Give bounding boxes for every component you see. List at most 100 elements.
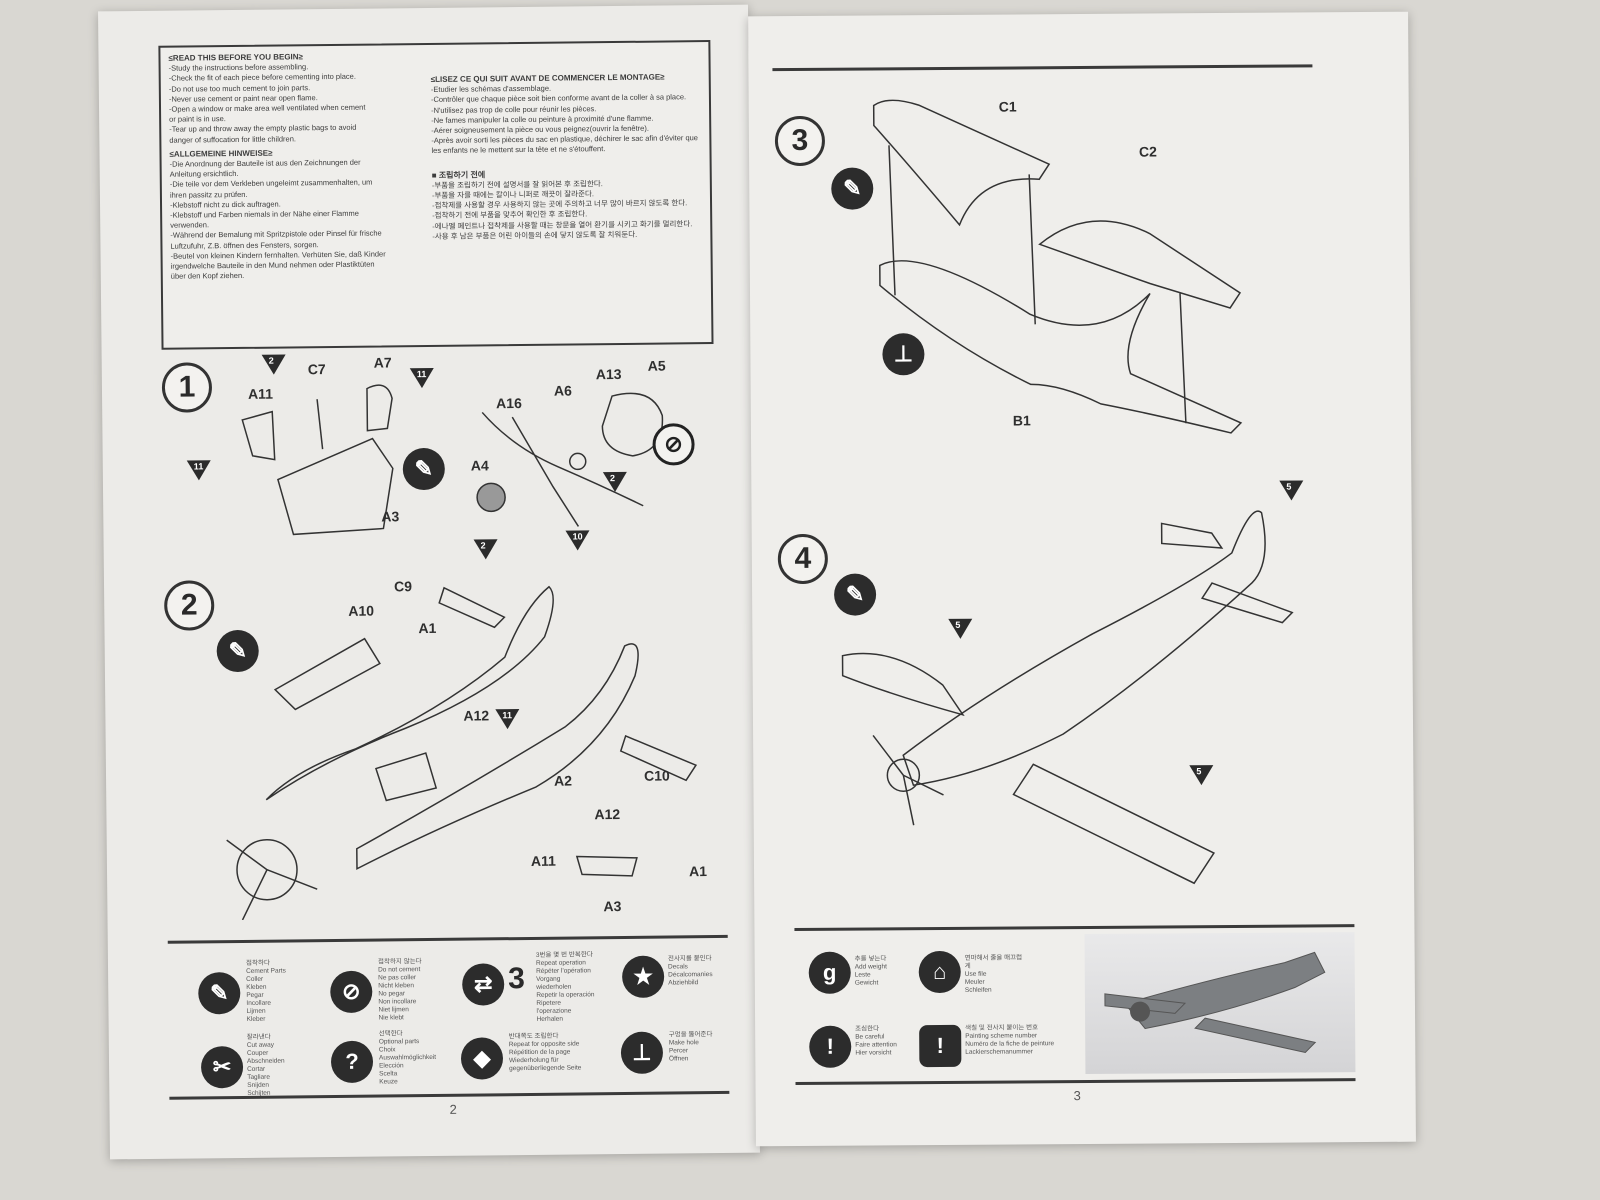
legend-text-line: Lackierschemanummer [965, 1048, 1033, 1056]
label-a12-detail: A12 [594, 806, 621, 823]
label-c10: C10 [643, 767, 670, 784]
page-number-right: 3 [1073, 1088, 1081, 1104]
warning-line: les enfants ne le mettent sur la tête et… [431, 144, 606, 156]
legend-top-rule [167, 934, 728, 944]
step-2-diagram [226, 585, 698, 921]
label-b1: B1 [1012, 412, 1031, 429]
step-4-number: 4 [777, 533, 829, 585]
weight-icon: g [808, 951, 851, 994]
label-a7: A7 [373, 354, 392, 371]
label-a11: A11 [247, 385, 274, 402]
label-c9: C9 [393, 578, 413, 595]
legend-text-line: Vorgang wiederholen [536, 975, 572, 991]
step-1-diagram [241, 384, 664, 536]
warning-line: danger of suffocation for little childre… [169, 133, 297, 145]
decal-icon: ★ [621, 955, 665, 998]
label-a1-detail: A1 [688, 863, 708, 880]
label-a1: A1 [418, 619, 437, 637]
legend-text-line: Herhalen [536, 1015, 564, 1023]
opposite-side-icon: ◆ [460, 1037, 504, 1080]
marker-triangle: 2 [473, 539, 498, 560]
legend-text-line: Keuze [379, 1078, 398, 1086]
marker-triangle: 11 [409, 367, 434, 389]
legend-text-line: Schleifen [964, 986, 992, 994]
warning-line: -사용 후 남은 부품은 어린 아이들의 손에 닿지 않도록 잘 치워둔다. [432, 229, 638, 241]
label-a13: A13 [595, 365, 622, 383]
option-icon: ? [330, 1040, 374, 1084]
cement-icon: ✎ [402, 447, 446, 491]
legend-top-rule [794, 924, 1355, 932]
legend-bottom-rule [795, 1078, 1356, 1086]
aircraft-photo-icon [1104, 951, 1326, 1054]
french-korean-warnings: ≤LISEZ CE QUI SUIT AVANT DE COMMENCER LE… [431, 72, 705, 242]
legend-text-line: Wiederholung für gegenüberliegende Seite [508, 1056, 582, 1073]
label-c7: C7 [307, 361, 326, 378]
legend-text-line: Nie klebt [378, 1014, 404, 1022]
french-lines: -Etudier les schémas d'assemblage.-Contr… [431, 82, 704, 156]
english-lines: -Study the instructions before assemblin… [169, 61, 430, 145]
left-page: ≤READ THIS BEFORE YOU BEGIN≥ -Study the … [98, 4, 760, 1160]
german-lines: -Die Anordnung der Bauteile ist aus den … [170, 157, 431, 282]
model-photo [1084, 932, 1356, 1074]
legend-text-line: Abziehbild [668, 979, 699, 987]
step-3-number: 3 [774, 115, 826, 167]
legend-text-line: Hier vorsicht [855, 1049, 892, 1057]
cockpit-tub [277, 437, 394, 536]
step-3-diagram [872, 99, 1243, 434]
repeat-count: 3 [507, 962, 526, 996]
marker-triangle: 11 [186, 460, 211, 481]
cut-icon: ✂ [200, 1045, 244, 1089]
top-rule [772, 64, 1313, 72]
step-4-diagram [841, 510, 1294, 885]
repeat-icon: ⇄ [461, 963, 505, 1006]
label-a11-detail: A11 [530, 852, 556, 869]
file-icon: ⌂ [918, 950, 961, 994]
legend-text-line: Gewicht [854, 979, 879, 987]
legend-text-line: Kleber [246, 1015, 266, 1023]
part-a11 [241, 410, 276, 461]
warning-line: über den Kopf ziehen. [170, 271, 245, 281]
label-a5: A5 [647, 357, 666, 374]
legend-text-line: Répéter l'opération [536, 967, 591, 975]
part-a7-seat [366, 384, 393, 432]
drill-icon: ⊥ [620, 1031, 664, 1075]
part-c7 [316, 399, 324, 450]
legend-text-line: Repetir la operación [536, 991, 595, 999]
marker-triangle: 5 [1189, 765, 1214, 786]
caution-icon: ! [809, 1025, 852, 1068]
label-a3-detail: A3 [603, 898, 622, 915]
marker-triangle: 5 [1279, 480, 1304, 501]
legend-text-line: Ripetere l'operazione [536, 999, 572, 1015]
paint-number-icon: ! [919, 1024, 962, 1068]
english-warnings: ≤READ THIS BEFORE YOU BEGIN≥ -Study the … [168, 51, 430, 282]
label-a10: A10 [348, 602, 375, 619]
label-a12: A12 [463, 707, 490, 724]
label-c2: C2 [1138, 143, 1157, 160]
label-a3: A3 [381, 508, 400, 525]
marker-triangle: 11 [495, 709, 520, 730]
legend-text-line: Auswahlmöglichkeit [378, 1053, 437, 1062]
marker-triangle: 10 [565, 530, 590, 551]
marker-triangle: 2 [261, 354, 286, 375]
korean-lines: -부품을 조립하기 전에 설명서를 잘 읽어본 후 조립한다.-부품을 자를 때… [432, 178, 705, 242]
no-cement-icon: ⊘ [330, 970, 373, 1014]
warnings-box: ≤READ THIS BEFORE YOU BEGIN≥ -Study the … [158, 40, 714, 350]
marker-triangle: 5 [948, 618, 973, 639]
label-a4: A4 [470, 457, 489, 474]
no-cement-icon: ⊘ [652, 423, 695, 466]
label-a16: A16 [496, 395, 522, 412]
legend-text-line: Öffnen [668, 1055, 689, 1063]
legend-text-line: 연마해서 줄을 매끄럽게 [964, 954, 1023, 970]
